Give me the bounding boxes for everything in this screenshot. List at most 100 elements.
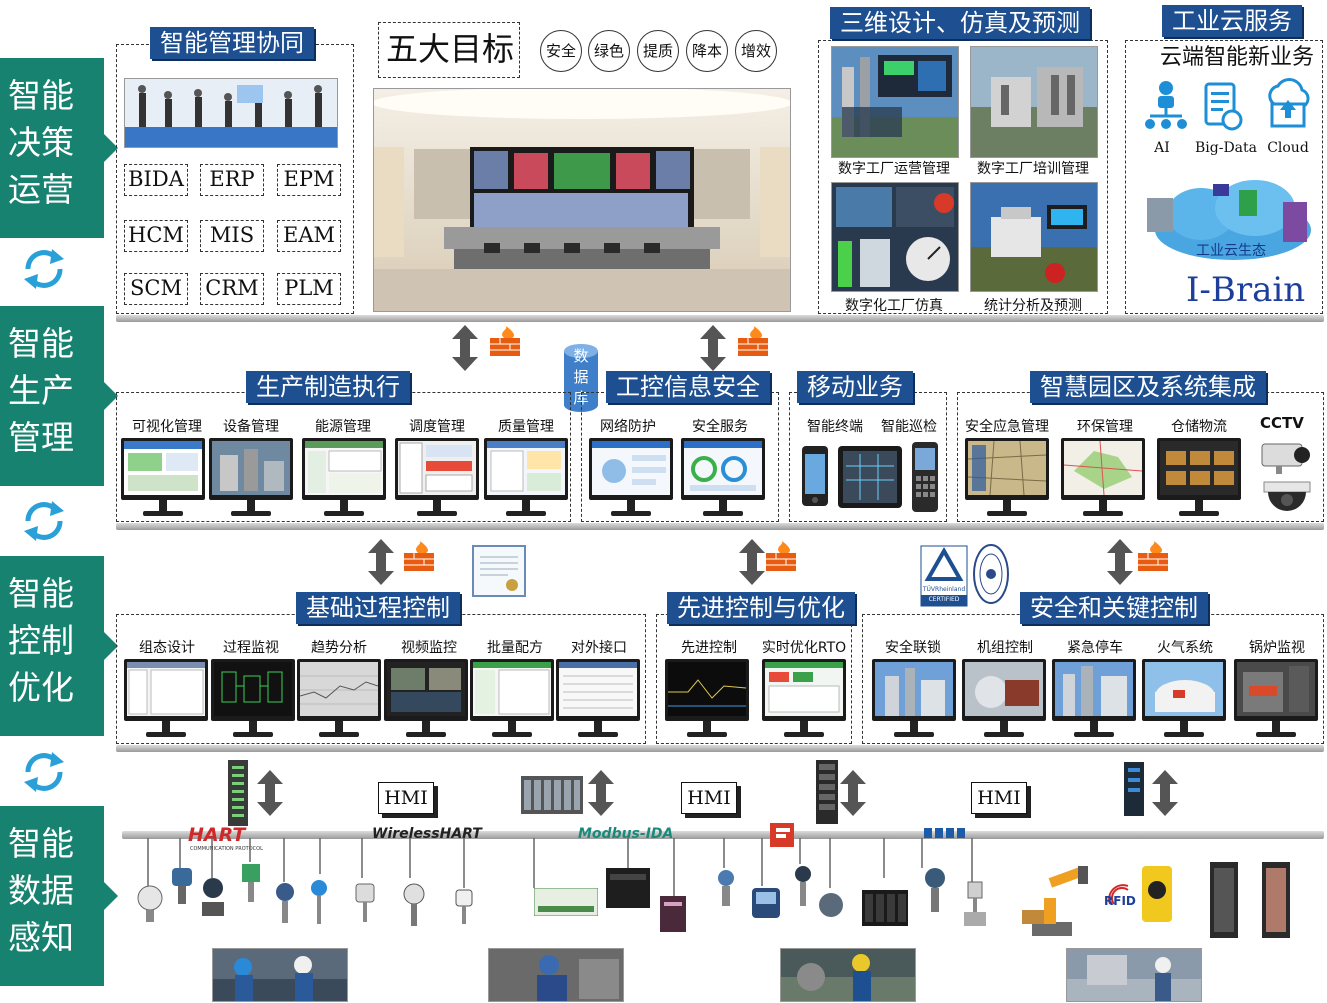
sis-caption-unit: 机组控制 xyxy=(977,640,1033,656)
worker-photo xyxy=(212,948,348,1002)
monitor-process xyxy=(211,659,295,745)
mobile-caption-inspection: 智能巡检 xyxy=(881,419,937,435)
updown-arrow-icon xyxy=(257,770,283,816)
temperature-sensor-icon xyxy=(311,880,327,924)
system-box-hcm: HCM xyxy=(124,220,188,252)
terminal-board-icon xyxy=(534,888,598,916)
monitor-emergency xyxy=(965,438,1049,524)
park-caption-logistics: 仓储物流 xyxy=(1171,419,1227,435)
layer-line: 感知 xyxy=(8,918,74,957)
system-box-erp: ERP xyxy=(200,164,264,196)
io-module-icon xyxy=(228,760,248,826)
tuv-badge-icon xyxy=(920,545,968,607)
system-box-bida: BIDA xyxy=(124,164,188,196)
basic-caption-trend: 趋势分析 xyxy=(311,640,367,656)
monitor-batch xyxy=(470,659,554,745)
smartphone-icon xyxy=(802,446,828,506)
field-device-drop-lines xyxy=(147,838,973,896)
cloud-label: Cloud xyxy=(1267,140,1309,156)
collab-title: 智能管理协同 xyxy=(150,27,314,59)
monitor-rto xyxy=(762,659,846,745)
goal-efficiency: 增效 xyxy=(735,30,777,72)
worker-photo xyxy=(488,948,624,1002)
wireless-hart-logo: WirelessHART xyxy=(372,826,482,842)
layer-line: 智能 xyxy=(8,824,74,863)
design-caption-sim: 数字化工厂仿真 xyxy=(845,298,943,314)
apc-title: 先进控制与优化 xyxy=(667,592,855,624)
system-box-epm: EPM xyxy=(277,164,341,196)
system-box-eam: EAM xyxy=(277,220,341,252)
firewall-icon xyxy=(1138,541,1168,571)
basic-caption-interface: 对外接口 xyxy=(571,640,627,656)
worker-photo xyxy=(780,948,916,1002)
monitor-esd xyxy=(1052,659,1136,745)
goals-title-box xyxy=(378,22,520,78)
valve-positioner-icon xyxy=(242,864,260,902)
system-box-crm: CRM xyxy=(200,273,264,305)
layer-divider-1 xyxy=(116,315,1324,322)
io-card-icon xyxy=(660,896,686,932)
layer-line: 智能 xyxy=(8,76,74,115)
design-title: 三维设计、仿真及预测 xyxy=(830,7,1090,39)
goals-title: 五大目标 xyxy=(386,30,515,68)
monitor-boiler xyxy=(1234,659,1318,745)
control-valve-icon xyxy=(964,881,986,926)
tuv-line: TÜVRheinland xyxy=(922,586,966,593)
layer-line: 智能 xyxy=(8,574,74,613)
apc-caption-rto: 实时优化RTO xyxy=(761,640,847,656)
cctv-camera-icon xyxy=(1261,443,1310,474)
layer-label-decision: 智能 决策 运营 xyxy=(0,58,118,238)
level-transmitter-icon xyxy=(276,883,294,923)
mobile-title: 移动业务 xyxy=(797,371,913,403)
sis-caption-esd: 紧急停车 xyxy=(1067,640,1123,656)
field-bus-bar xyxy=(122,831,1324,839)
monitor-energy xyxy=(302,438,386,524)
pressure-gauge-icon xyxy=(137,885,163,922)
system-box-mis: MIS xyxy=(200,220,264,252)
cloud-upload-icon xyxy=(1268,78,1310,128)
firewall-icon xyxy=(404,541,434,571)
cloud-ecosystem-graphic xyxy=(1147,180,1311,260)
basic-caption-batch: 批量配方 xyxy=(487,640,543,656)
basic-caption-video: 视频监控 xyxy=(401,640,457,656)
network-switch-icon xyxy=(1124,762,1144,816)
updown-arrow-icon xyxy=(1107,539,1133,585)
ai-icon xyxy=(1145,81,1187,129)
layer-label-control: 智能 控制 优化 xyxy=(0,556,118,736)
hmi-box: HMI xyxy=(971,782,1027,814)
ics-caption-service: 安全服务 xyxy=(692,419,748,435)
monitor-advanced-control xyxy=(665,659,749,745)
vision-sensor-icon xyxy=(1142,866,1172,922)
updown-arrow-icon xyxy=(368,539,394,585)
tuv-badge-text: TÜVRheinland CERTIFIED xyxy=(920,585,968,605)
sis-caption-interlock: 安全联锁 xyxy=(885,640,941,656)
layer-line: 生产 xyxy=(8,371,74,410)
goal-cost: 降本 xyxy=(686,30,728,72)
seal-emblem-icon xyxy=(973,544,1009,604)
sis-caption-fgs: 火气系统 xyxy=(1157,640,1213,656)
ics-title: 工控信息安全 xyxy=(606,371,770,403)
basic-control-title: 基础过程控制 xyxy=(296,592,460,624)
mobile-caption-terminal: 智能终端 xyxy=(807,419,863,435)
basic-caption-monitor: 过程监视 xyxy=(223,640,279,656)
design-caption-stats: 统计分析及预测 xyxy=(984,298,1082,314)
tablet-icon xyxy=(838,446,902,508)
updown-arrow-icon xyxy=(739,539,765,585)
monitor-equipment xyxy=(209,438,293,524)
monitor-interlock xyxy=(872,659,956,745)
mes-caption-equipment: 设备管理 xyxy=(223,419,279,435)
monitor-logistics xyxy=(1157,438,1241,524)
park-caption-emergency: 安全应急管理 xyxy=(965,419,1049,435)
wireless-gauge-icon xyxy=(403,883,425,926)
park-caption-environment: 环保管理 xyxy=(1077,419,1133,435)
layer-label-production: 智能 生产 管理 xyxy=(0,306,118,486)
database-label-char: 库 xyxy=(573,389,589,407)
actuator-icon xyxy=(819,893,843,917)
updown-arrow-icon xyxy=(452,325,478,371)
layer-label-sensing: 智能 数据 感知 xyxy=(0,806,118,986)
layer-line: 控制 xyxy=(8,621,74,660)
fieldbus-logo-icon xyxy=(770,823,794,847)
firewall-icon xyxy=(766,541,796,571)
tuv-line: CERTIFIED xyxy=(928,596,960,603)
goal-quality: 提质 xyxy=(637,30,679,72)
